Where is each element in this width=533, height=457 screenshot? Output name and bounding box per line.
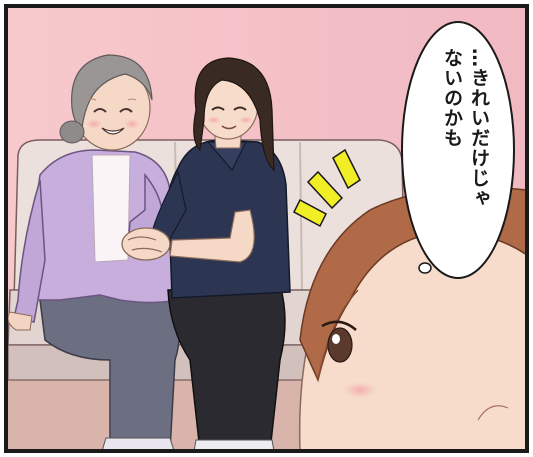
clasped-hands [121, 227, 171, 261]
speech-line-2: ないのかも [441, 48, 463, 148]
speech-bubble-text: …きれいだけじゃ ないのかも [438, 48, 492, 258]
grandmother-figure [7, 54, 180, 451]
caregiver-figure [149, 57, 291, 451]
speech-bubble [401, 21, 515, 279]
panel-border [4, 4, 529, 453]
speech-line-1: …きれいだけじゃ [468, 48, 490, 208]
thought-dots-icon [418, 262, 432, 274]
surprise-lines-icon [293, 148, 361, 228]
